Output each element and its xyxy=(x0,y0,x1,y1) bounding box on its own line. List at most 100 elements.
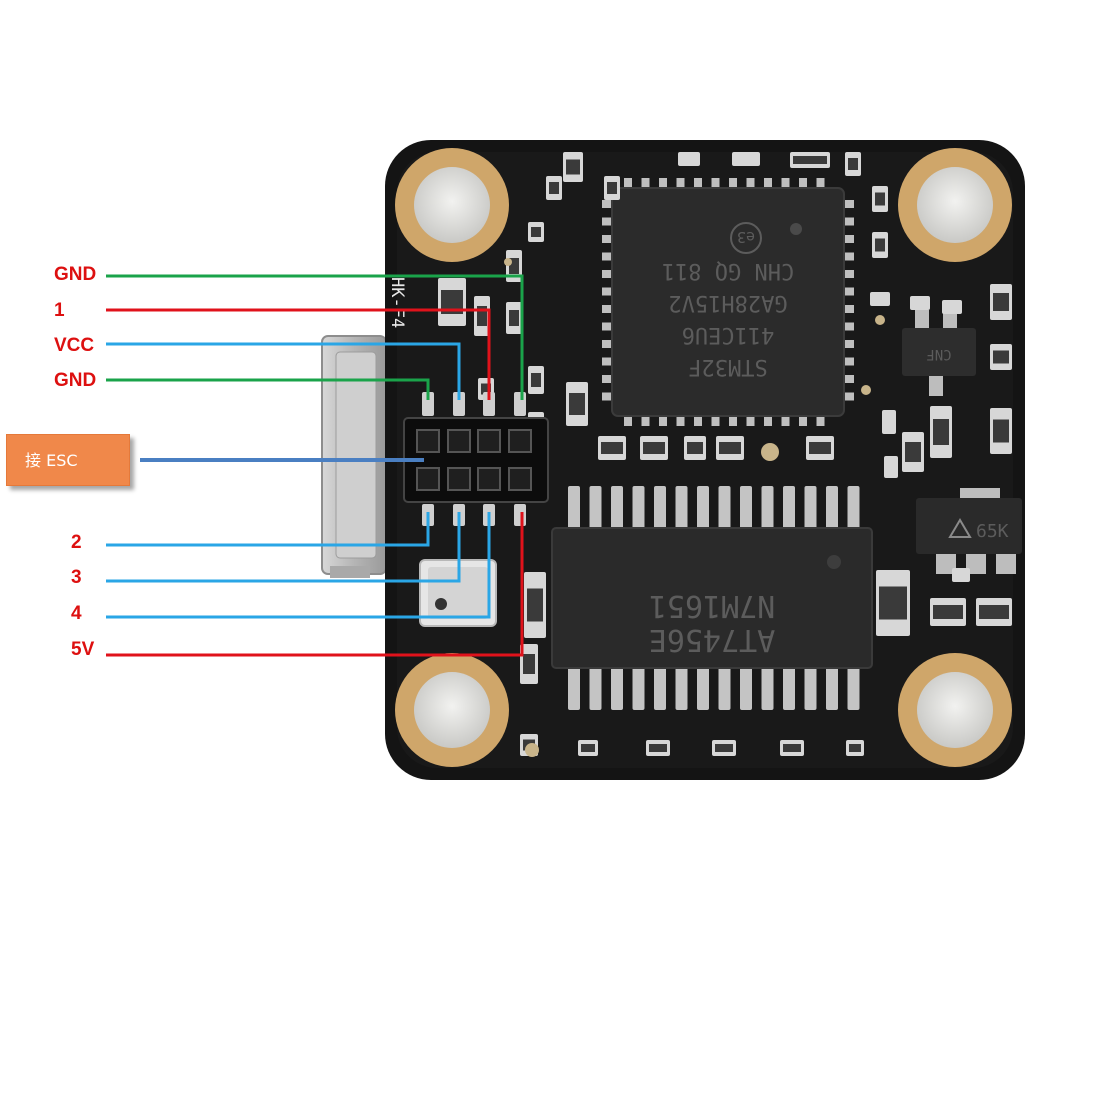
osd-pin xyxy=(697,486,709,532)
smd-body xyxy=(607,182,617,194)
mcu-pin xyxy=(781,178,790,192)
pin-label-1: 1 xyxy=(54,300,65,321)
smd-body xyxy=(849,744,861,752)
socket-hole xyxy=(416,429,440,453)
smd-body xyxy=(848,158,858,170)
mcu-pin xyxy=(799,178,807,192)
pin-label-gnd-top: GND xyxy=(54,264,97,285)
osd-pin xyxy=(804,664,817,710)
smd-body xyxy=(649,744,667,752)
mounting-hole xyxy=(898,653,1012,767)
pin-label-4: 4 xyxy=(71,603,82,624)
smd-body xyxy=(933,419,949,445)
mcu-pin xyxy=(799,412,807,426)
smd-body xyxy=(993,293,1009,311)
osd-pin xyxy=(761,664,774,710)
voltage-regulator: 65K xyxy=(916,488,1022,574)
osd-pin xyxy=(589,664,602,710)
mcu-pin xyxy=(746,178,755,192)
osd-pin xyxy=(654,486,666,532)
smd-body xyxy=(643,442,665,454)
mcu-pin xyxy=(840,392,854,401)
silkscreen-text: HK-F4 xyxy=(387,277,407,328)
mcu-pin xyxy=(840,340,854,348)
pin-label-gnd-lower: GND xyxy=(54,370,97,391)
mcu-pin xyxy=(781,412,790,426)
mcu-pin xyxy=(602,392,616,401)
mcu-pin xyxy=(711,412,720,426)
mounting-hole xyxy=(395,148,509,262)
smd-body xyxy=(715,744,733,752)
osd-pin xyxy=(697,664,709,710)
wire-bottom-4 xyxy=(106,512,524,657)
osd-pin xyxy=(718,486,731,532)
smd-body xyxy=(933,605,963,619)
mcu-pin xyxy=(711,178,720,192)
osd-pin xyxy=(675,664,688,710)
mcu-mark-e3: e3 xyxy=(737,228,755,246)
osd-pin xyxy=(654,664,666,710)
header-pin xyxy=(422,392,434,416)
smd-body xyxy=(481,383,491,395)
mcu-pin xyxy=(840,235,854,243)
wire-bottom-2 xyxy=(106,512,461,583)
socket-hole xyxy=(477,429,501,453)
mcu-line: GA28H15V2 xyxy=(668,290,787,315)
smd-body xyxy=(601,442,623,454)
smd-component xyxy=(882,410,896,434)
osd-pin xyxy=(761,486,774,532)
osd-line: N7M1651 xyxy=(649,588,775,623)
osd-pin xyxy=(783,664,795,710)
smd-body xyxy=(523,654,535,674)
mcu-pin xyxy=(764,178,772,192)
osd-marking: AT7456E N7M1651 xyxy=(649,588,775,657)
osd-pin xyxy=(632,486,645,532)
esc-connector-label: 接 ESC xyxy=(6,434,130,486)
mcu-pin xyxy=(624,178,632,192)
smd-component xyxy=(678,152,700,166)
smd-body xyxy=(809,442,831,454)
socket-hole xyxy=(508,429,532,453)
smd-body xyxy=(993,350,1009,364)
mcu-pin xyxy=(840,270,854,278)
smd-body xyxy=(879,586,907,620)
osd-pin xyxy=(568,486,580,532)
mcu-pin xyxy=(602,375,616,383)
osd-pin xyxy=(826,486,838,532)
via-pad xyxy=(761,443,779,461)
smd-body xyxy=(719,442,741,454)
smd-body xyxy=(979,605,1009,619)
mounting-hole xyxy=(898,148,1012,262)
mcu-pin xyxy=(602,235,616,243)
via-pad xyxy=(504,258,512,266)
mcu-pin xyxy=(659,178,667,192)
wire-top-3 xyxy=(106,342,461,400)
mcu-pin xyxy=(729,178,737,192)
smd-body xyxy=(569,393,585,415)
osd-pin xyxy=(826,664,838,710)
mcu-chip: STM32F 411CEU6 GA28H15V2 CHN GQ 811 e3 xyxy=(602,178,854,426)
mcu-pin xyxy=(602,252,616,261)
smd-body xyxy=(549,182,559,194)
mcu-pin xyxy=(816,178,825,192)
smd-body xyxy=(509,258,519,274)
header-pin xyxy=(453,392,465,416)
smd-body xyxy=(509,310,519,326)
mcu-line: 411CEU6 xyxy=(682,322,775,347)
mcu-pin xyxy=(840,305,854,313)
smd-body xyxy=(875,238,885,252)
usb-connector xyxy=(321,335,387,578)
osd-chip: AT7456E N7M1651 xyxy=(551,486,873,710)
regulator-marking: 65K xyxy=(976,521,1009,542)
mcu-pin xyxy=(840,287,854,296)
osd-pin xyxy=(675,486,688,532)
via-pad xyxy=(875,315,885,325)
mcu-pin xyxy=(641,412,650,426)
mcu-pin xyxy=(659,412,667,426)
socket-hole xyxy=(447,429,471,453)
via-pad xyxy=(525,743,539,757)
osd-pin xyxy=(740,664,752,710)
socket-hole xyxy=(447,467,471,491)
